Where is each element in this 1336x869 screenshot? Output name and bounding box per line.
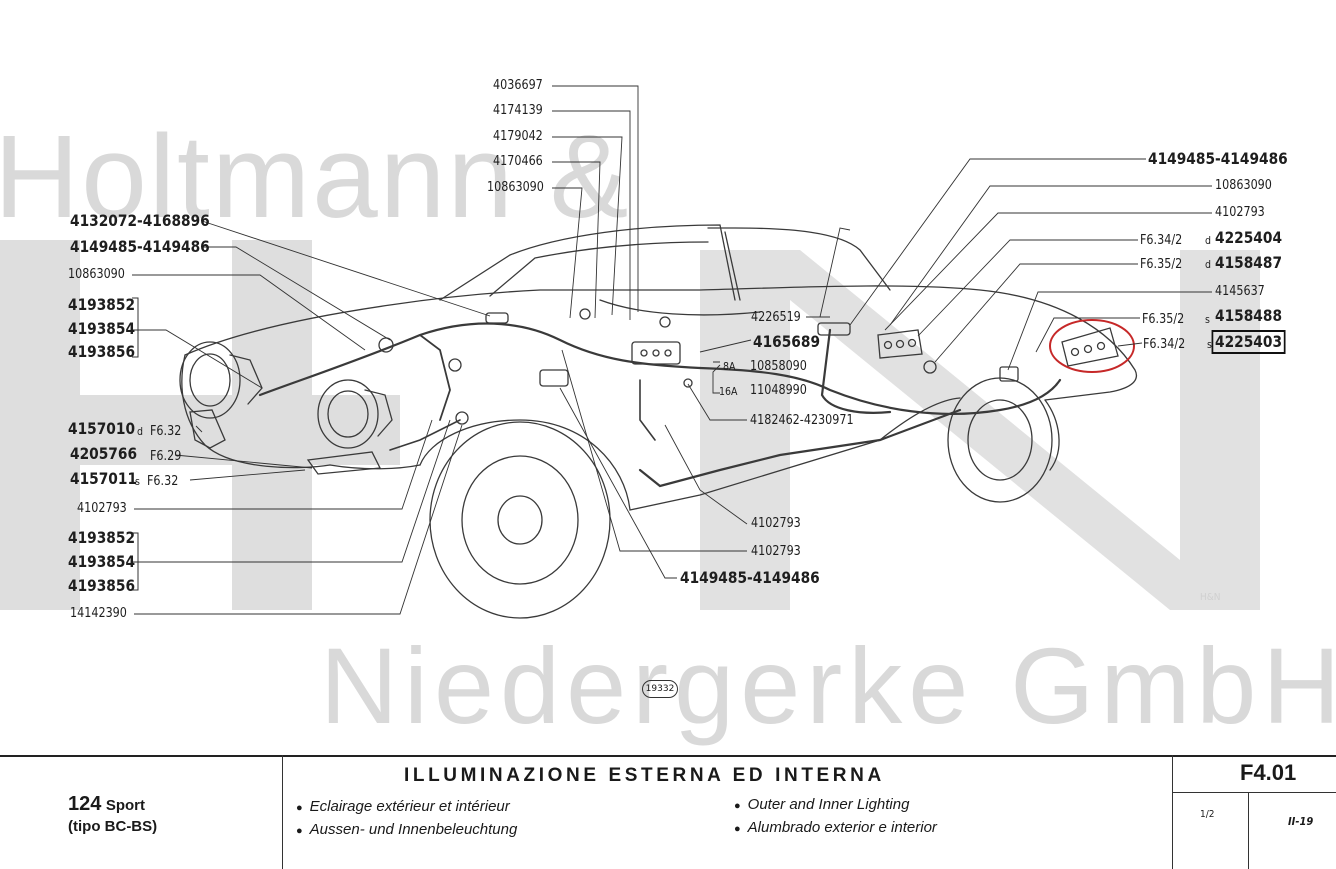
model-suffix: Sport — [105, 797, 145, 814]
part-number-label: 4149485-4149486 — [70, 237, 210, 256]
side-marker-label: s — [1205, 313, 1210, 326]
side-marker-label: d — [137, 425, 144, 438]
part-number-label: 4102793 — [751, 544, 801, 559]
footer-divider — [1248, 792, 1249, 869]
watermark-logo-text: H&N — [1200, 592, 1221, 603]
highlight-circle — [1049, 319, 1135, 373]
part-number-label: 4158488 — [1215, 306, 1283, 325]
title-french: Eclairage extérieur et intérieur — [309, 798, 510, 815]
title-english: Outer and Inner Lighting — [747, 796, 910, 813]
part-number-label: 4149485-4149486 — [1148, 149, 1288, 168]
bulb-code-label: F6.32 — [147, 474, 179, 489]
model-type: (tipo BC-BS) — [68, 818, 158, 835]
part-number-label: 10858090 — [750, 359, 807, 374]
part-number-label: 4193854 — [68, 319, 136, 338]
part-number-label: 10863090 — [1215, 178, 1272, 193]
bullet-icon: ● — [296, 825, 303, 837]
part-number-label: 4182462-4230971 — [750, 413, 854, 428]
bulb-code-label: F6.34/2 — [1143, 337, 1186, 352]
part-number-label: 4193856 — [68, 576, 136, 595]
part-number-label: 4193852 — [68, 528, 136, 547]
page-title: ILLUMINAZIONE ESTERNA ED INTERNA — [404, 765, 885, 786]
part-number-label: 10863090 — [487, 180, 544, 195]
part-number-label: 4205766 — [70, 444, 138, 463]
bulb-code-label: F6.29 — [150, 449, 182, 464]
part-number-label: 4174139 — [493, 103, 543, 118]
part-number-label: 4157011 — [70, 469, 138, 488]
part-number-label: 4132072-4168896 — [70, 211, 210, 230]
part-number-label: 4158487 — [1215, 253, 1283, 272]
part-number-label: 4179042 — [493, 129, 543, 144]
title-german: Aussen- und Innenbeleuchtung — [309, 821, 518, 838]
part-number-label: 4193852 — [68, 295, 136, 314]
bulb-code-label: F6.35/2 — [1140, 257, 1183, 272]
part-number-label: 4165689 — [753, 332, 821, 351]
watermark-bottom-text: Niedergerke GmbH — [320, 625, 1336, 746]
footer-divider — [1172, 792, 1336, 793]
fuse-rating-label: 16A — [719, 385, 738, 398]
part-number-label: 4157010 — [68, 419, 136, 438]
model-name: 124 Sport — [68, 793, 145, 816]
bullet-icon: ● — [296, 802, 303, 814]
diagram-reference-stamp: 19332 — [642, 680, 678, 698]
side-marker-label: d — [1205, 234, 1212, 247]
part-number-label: 4036697 — [493, 78, 543, 93]
group-code: F4.01 — [1240, 760, 1297, 785]
part-number-label: 4170466 — [493, 154, 543, 169]
part-number-label: 4102793 — [751, 516, 801, 531]
footer-divider — [1172, 755, 1173, 869]
part-number-label: 14142390 — [70, 606, 127, 621]
title-spanish: Alumbrado exterior e interior — [747, 819, 937, 836]
model-number: 124 — [68, 793, 102, 815]
sheet-number: 1/2 — [1200, 809, 1215, 820]
side-marker-label: d — [1205, 258, 1212, 271]
bullet-icon: ● — [734, 823, 741, 835]
part-number-label: 10863090 — [68, 267, 125, 282]
bullet-icon: ● — [734, 800, 741, 812]
bulb-code-label: F6.35/2 — [1142, 312, 1185, 327]
side-marker-label: s — [1207, 338, 1212, 351]
title-block: 124 Sport (tipo BC-BS) ILLUMINAZIONE EST… — [0, 755, 1336, 869]
part-number-label: 4102793 — [1215, 205, 1265, 220]
footer-divider — [282, 755, 283, 869]
bulb-code-label: F6.32 — [150, 424, 182, 439]
part-number-label: 4145637 — [1215, 284, 1265, 299]
part-number-label: 4149485-4149486 — [680, 568, 820, 587]
watermark-top-text: Holtmann & — [0, 111, 631, 243]
translations-right: ● Outer and Inner Lighting ● Alumbrado ext… — [734, 794, 937, 840]
part-number-label: 4102793 — [77, 501, 127, 516]
part-number-label: 4193856 — [68, 342, 136, 361]
fuse-rating-label: 8A — [723, 360, 736, 373]
translations-left: ● Eclairage extérieur et intérieur ● Ausse… — [296, 796, 517, 842]
part-number-label: 4193854 — [68, 552, 136, 571]
highlighted-part-number-label: 4225403 — [1211, 330, 1286, 354]
part-number-label: 4225404 — [1215, 228, 1283, 247]
part-number-label: 11048990 — [750, 383, 807, 398]
footer-rule — [0, 755, 1336, 757]
side-marker-label: s — [135, 475, 140, 488]
page-number: II-19 — [1288, 815, 1314, 828]
bulb-code-label: F6.34/2 — [1140, 233, 1183, 248]
part-number-label: 4226519 — [751, 310, 801, 325]
